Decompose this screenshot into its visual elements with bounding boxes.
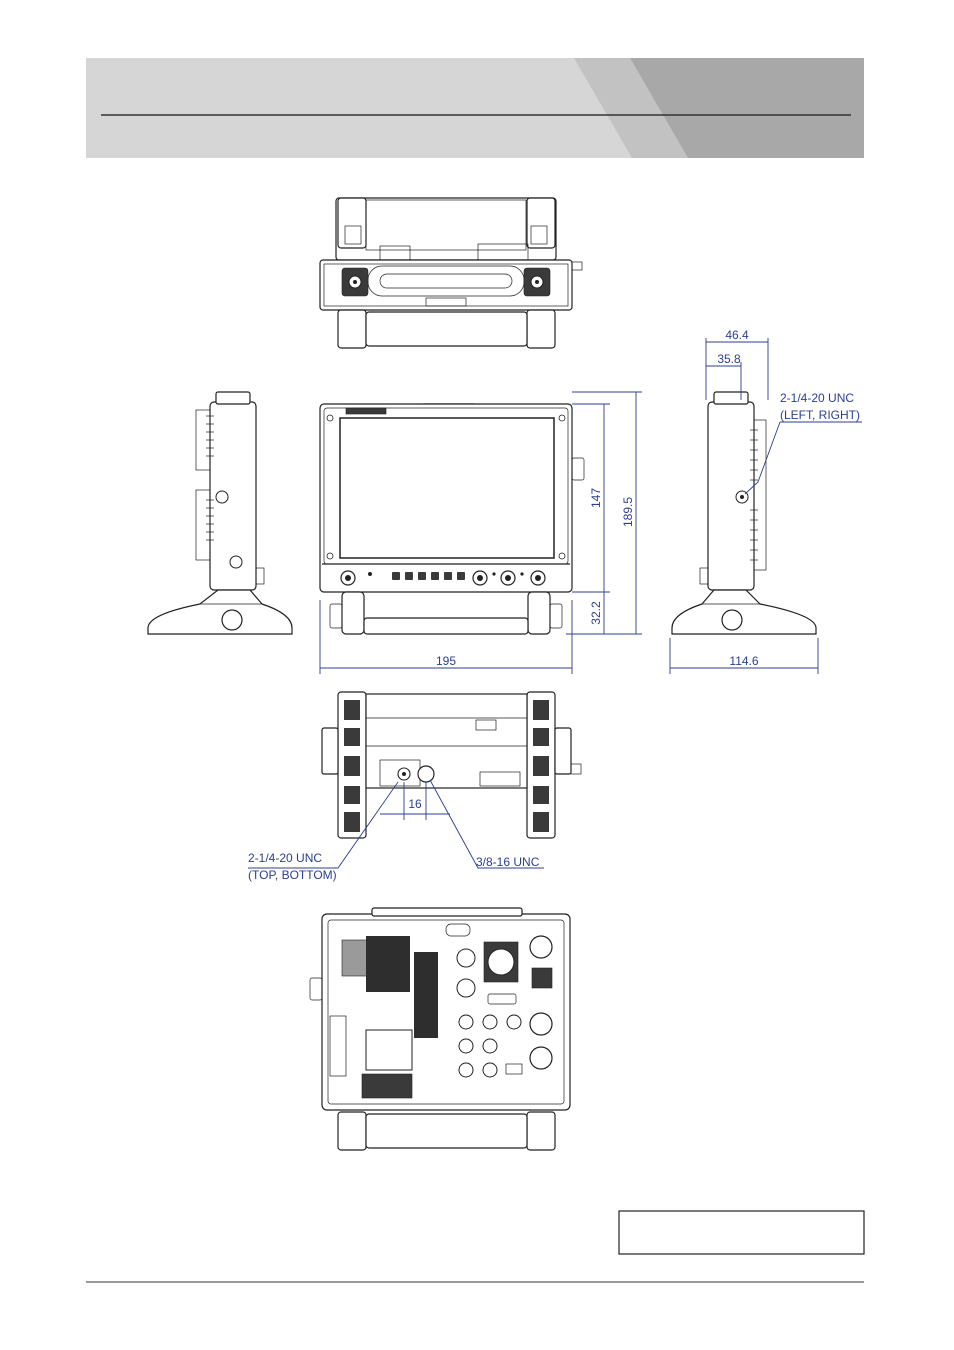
right-side-view xyxy=(671,391,817,635)
front-view xyxy=(319,403,585,635)
left-side-view xyxy=(147,391,293,635)
bottom-thread-label-2: (TOP, BOTTOM) xyxy=(248,868,337,882)
side-thread-label-1: 2-1/4-20 UNC xyxy=(780,391,854,405)
dim-35-8: 35.8 xyxy=(717,352,741,366)
dim-32-2: 32.2 xyxy=(589,601,603,625)
dim-195: 195 xyxy=(436,654,456,668)
dim-46-4: 46.4 xyxy=(725,328,749,342)
rear-view xyxy=(309,907,571,1151)
dimension-lines xyxy=(248,338,862,869)
dim-16: 16 xyxy=(408,797,422,811)
bottom-view xyxy=(321,691,582,839)
dim-114-6: 114.6 xyxy=(729,654,758,668)
dimension-labels: 46.4 35.8 147 189.5 32.2 195 114.6 16 2-… xyxy=(248,328,860,882)
dim-147: 147 xyxy=(589,488,603,508)
dim-189-5: 189.5 xyxy=(621,497,635,527)
bottom-thread-label-1: 2-1/4-20 UNC xyxy=(248,851,322,865)
top-view xyxy=(319,197,583,349)
header-banner xyxy=(86,58,864,158)
note-box xyxy=(618,1210,865,1255)
side-thread-label-2: (LEFT, RIGHT) xyxy=(780,408,860,422)
center-thread-label: 3/8-16 UNC xyxy=(476,855,540,869)
